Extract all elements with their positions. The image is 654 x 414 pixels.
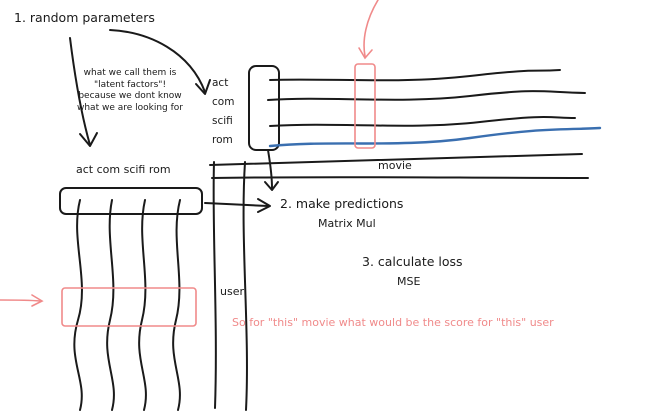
latent-factors-note: what we call them is "latent factors"! b… [66, 68, 194, 114]
user-factor-col-com [106, 199, 115, 411]
arrowhead [264, 181, 279, 191]
genre-labels: act com scifi rom [212, 74, 234, 150]
movie-factor-row-com [267, 90, 586, 101]
step2-label: 2. make predictions [280, 196, 404, 211]
arrowhead [257, 198, 271, 213]
movie-axis-top [209, 153, 583, 166]
genre-scifi: scifi [212, 115, 233, 127]
arrow-to-factor-row [69, 37, 91, 146]
user-factor-col-scifi [138, 199, 147, 411]
movie-label: movie [378, 159, 412, 172]
arrowhead [195, 79, 211, 95]
arrow-right-highlight [0, 299, 41, 302]
movie-factor-row-act [269, 69, 561, 82]
latent-note-line: what we call them is [83, 68, 177, 78]
arrow-to-genre-column [109, 29, 206, 93]
step3-sub-label: MSE [397, 275, 421, 288]
user-label: user [220, 285, 244, 298]
arrowhead [358, 47, 373, 60]
latent-note-line: what we are looking for [76, 102, 184, 113]
movie-factor-row-rom [268, 126, 602, 148]
latent-note-line: "latent factors"! [93, 79, 167, 90]
arrow-to-predictions [204, 202, 269, 207]
movie-factor-box [248, 65, 280, 151]
arrow-down-highlight [363, 0, 379, 57]
movie-axis-bottom [211, 176, 589, 179]
highlight-note: So for "this" movie what would be the sc… [232, 316, 554, 329]
genre-rom: rom [212, 134, 233, 146]
genre-com: com [212, 96, 235, 108]
user-axis-right [242, 161, 248, 411]
user-factor-col-act [73, 199, 83, 411]
arrowhead [79, 132, 98, 147]
latent-note-line: because we dont know [78, 91, 182, 101]
user-factor-col-rom [172, 199, 181, 411]
arrow-from-movie-box [267, 149, 273, 189]
arrowhead [31, 294, 44, 307]
user-factor-box [59, 187, 203, 215]
step1-label: 1. random parameters [14, 10, 155, 25]
highlight-user-row [61, 287, 197, 327]
user-axis-left [212, 161, 217, 409]
highlight-movie-column [354, 63, 376, 149]
genre-act: act [212, 77, 229, 89]
factor-row-label: act com scifi rom [76, 163, 171, 176]
movie-factor-row-scifi [269, 116, 576, 127]
step2-sub-label: Matrix Mul [318, 217, 376, 230]
step3-label: 3. calculate loss [362, 254, 463, 269]
